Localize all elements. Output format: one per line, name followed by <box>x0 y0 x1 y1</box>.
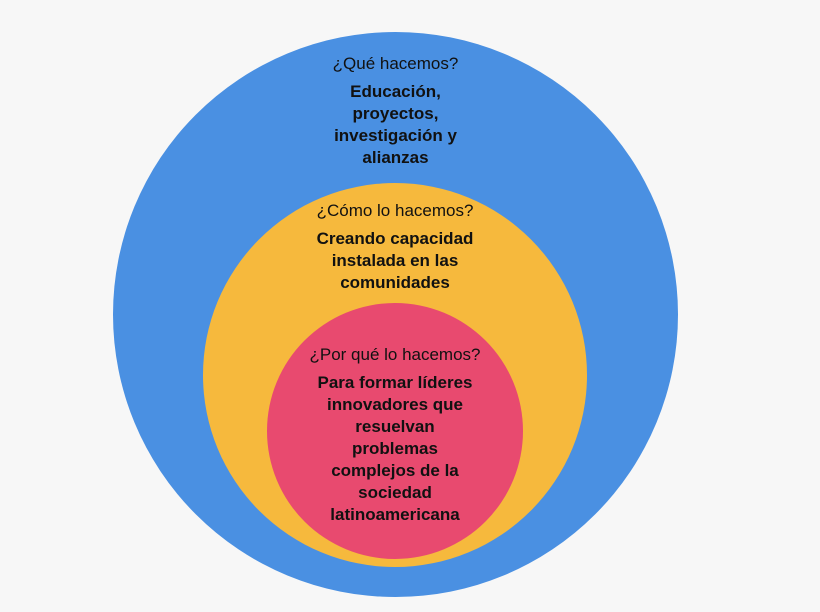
how-question-label: ¿Cómo lo hacemos? <box>316 201 474 220</box>
what-question-label: ¿Qué hacemos? <box>332 54 459 73</box>
circle-how-text-block: ¿Cómo lo hacemos? Creando capacidad inst… <box>203 201 587 294</box>
why-answer-text: Para formar líderes innovadores que resu… <box>317 373 473 524</box>
why-question-label: ¿Por qué lo hacemos? <box>309 345 481 364</box>
what-answer-text: Educación, proyectos, investigación y al… <box>334 82 457 167</box>
how-answer-text: Creando capacidad instalada en las comun… <box>316 229 474 292</box>
circle-what-text-block: ¿Qué hacemos? Educación, proyectos, inve… <box>113 54 678 169</box>
circle-why-we-do-it: ¿Por qué lo hacemos? Para formar líderes… <box>267 303 523 559</box>
circle-why-text-block: ¿Por qué lo hacemos? Para formar líderes… <box>267 345 523 526</box>
